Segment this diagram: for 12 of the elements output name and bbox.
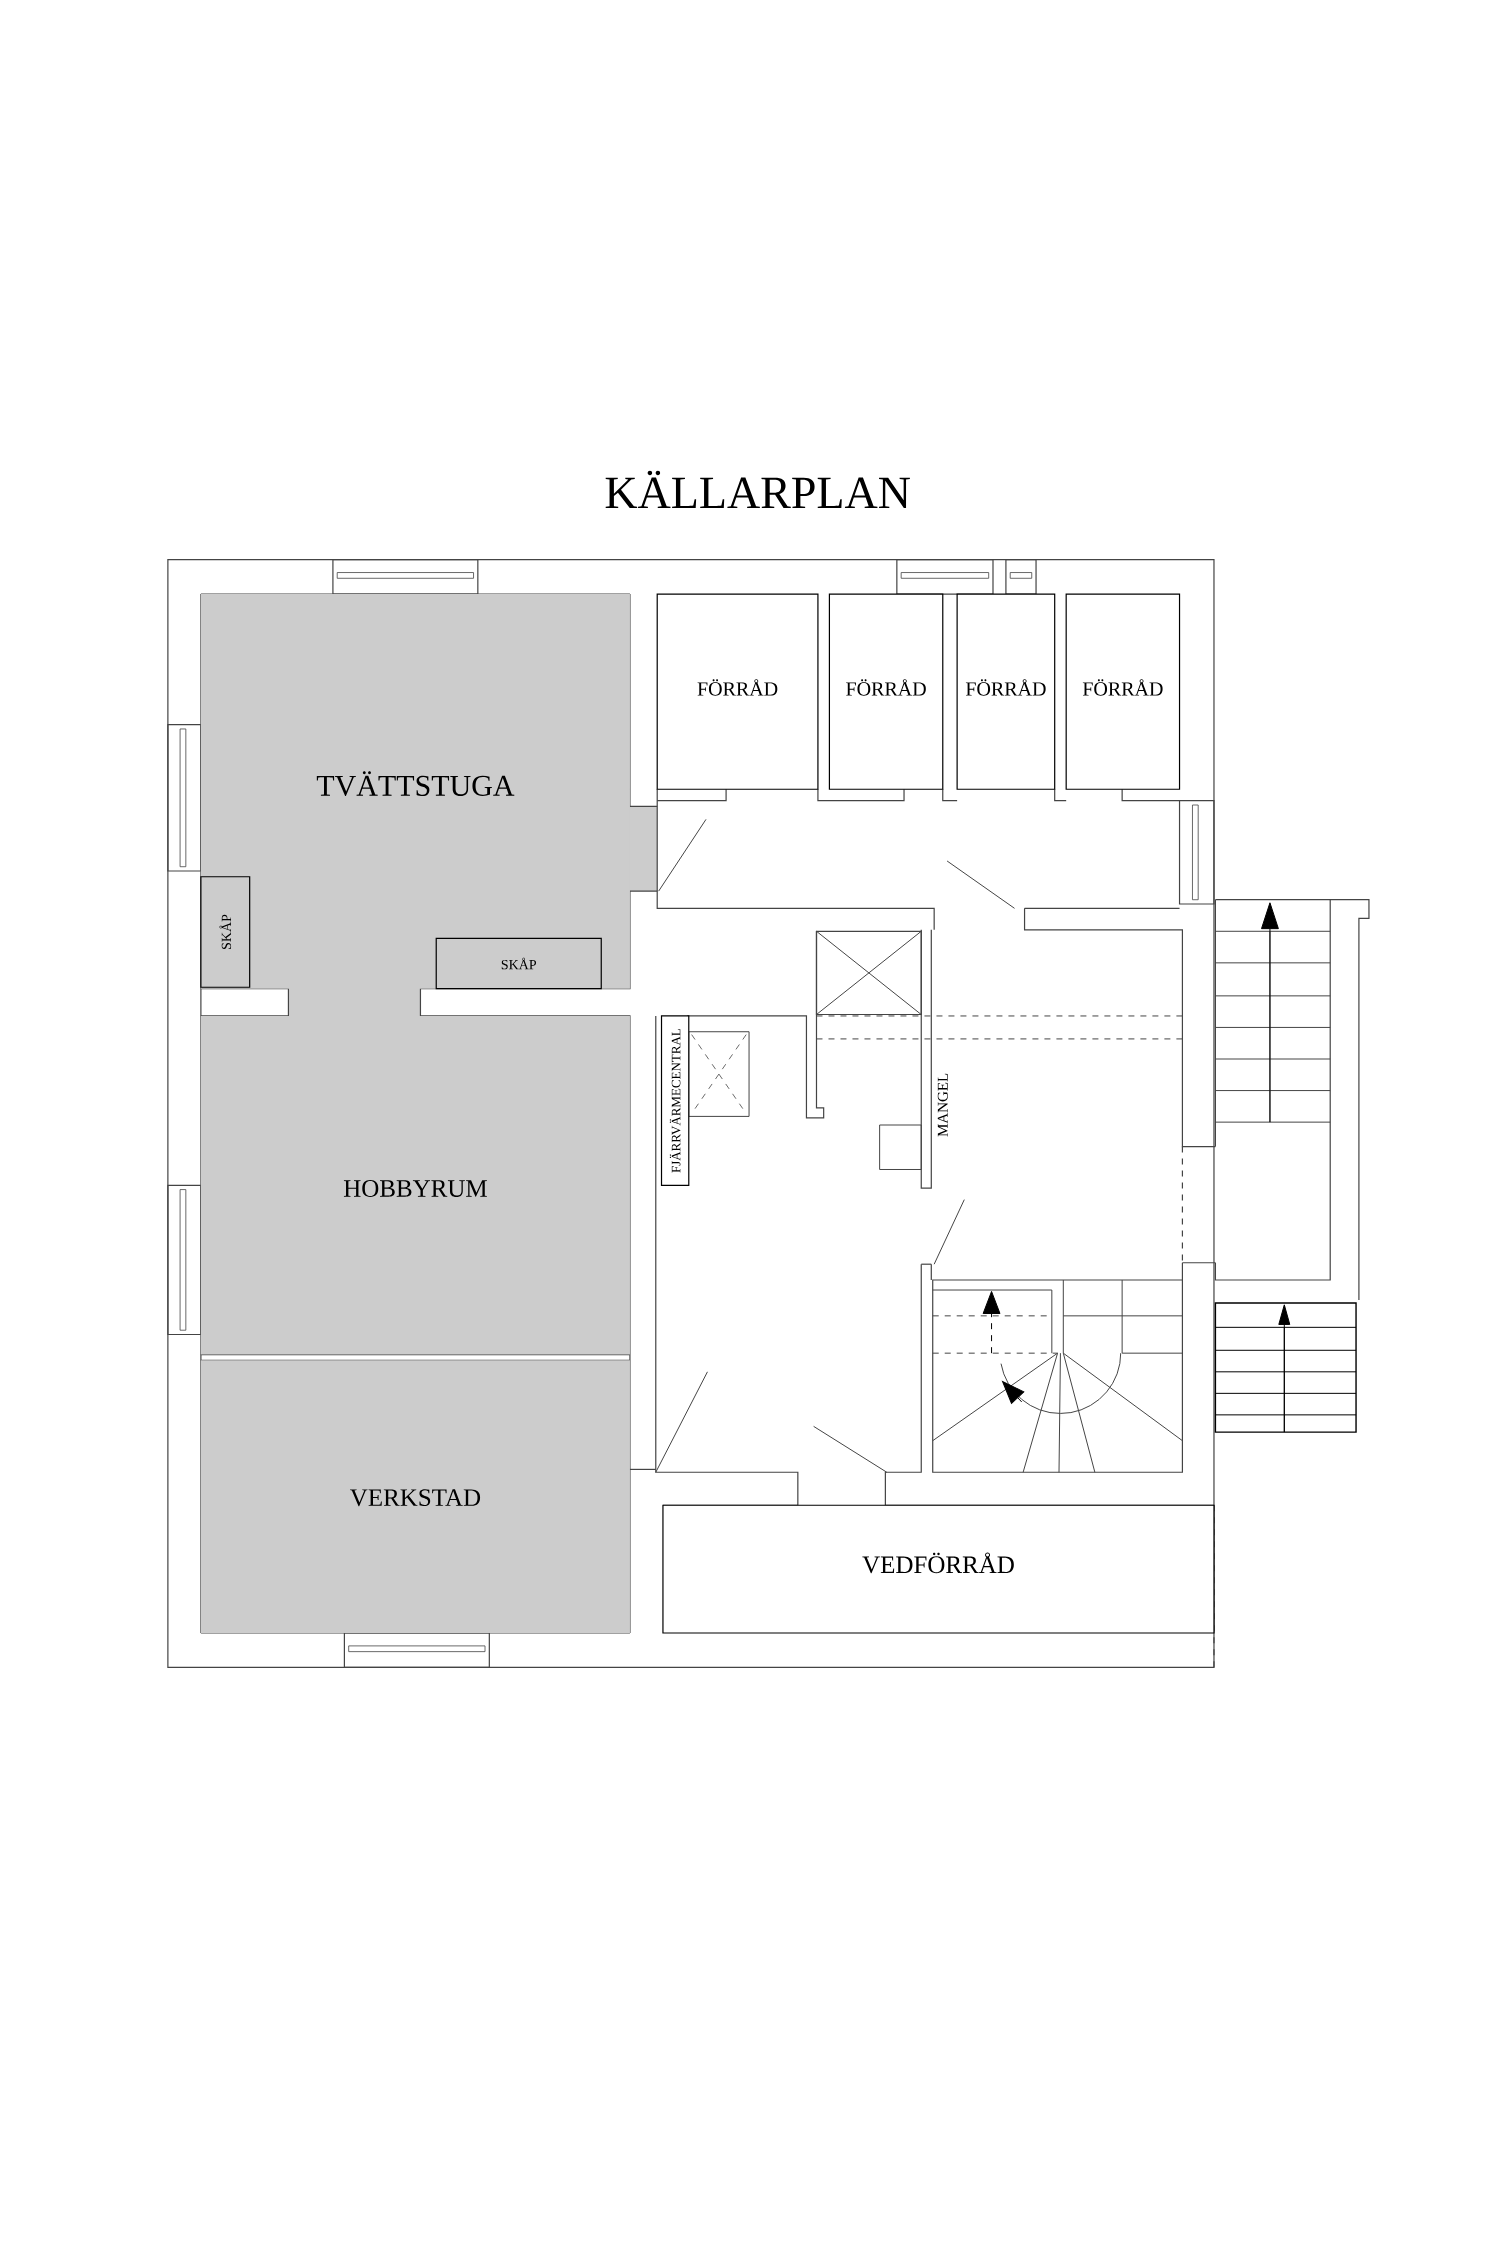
room-area: HOBBYRUM xyxy=(201,1015,631,1355)
cabinet-box: SKÅP xyxy=(435,937,603,990)
storage-box: FÖRRÅD xyxy=(956,593,1056,790)
storage-box: FÖRRÅD xyxy=(829,593,944,790)
storage-box: VEDFÖRRÅD xyxy=(662,1504,1215,1634)
storage-box: FÖRRÅD xyxy=(1065,593,1181,790)
title: KÄLLARPLAN xyxy=(605,470,911,508)
room-label: MANGEL xyxy=(932,1072,954,1137)
cabinet-box: SKÅP xyxy=(200,876,251,988)
room-area: VERKSTAD xyxy=(201,1360,631,1633)
storage-box: FÖRRÅD xyxy=(656,593,819,790)
equipment-box: FJÄRRVÄRMECENTRAL xyxy=(661,1015,690,1186)
